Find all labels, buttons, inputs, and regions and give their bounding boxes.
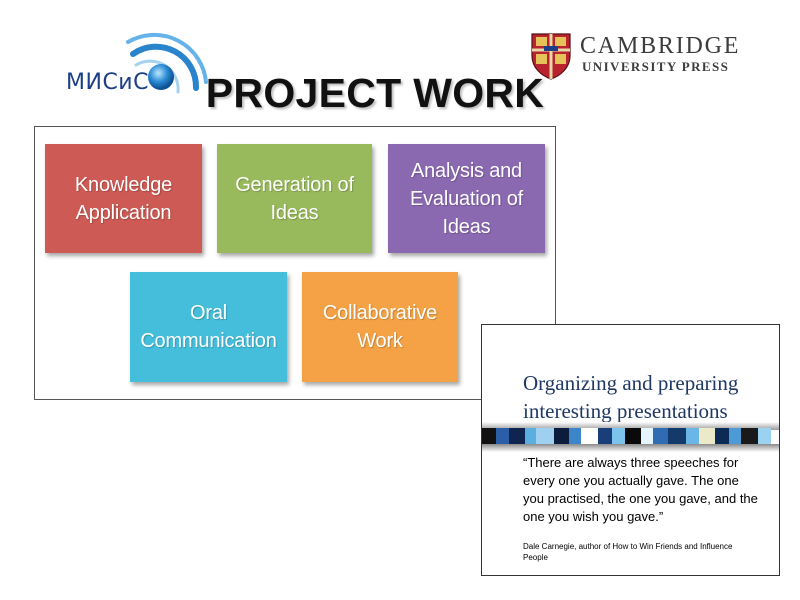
stripe-square [729,428,741,445]
presentation-slide-thumbnail: Organizing and preparing interesting pre… [481,324,780,576]
misis-logo-text: МИСиС [66,70,149,95]
skill-label: Analysis and Evaluation of Ideas [409,159,524,238]
stripe-square [569,428,581,445]
skill-box-analysis-evaluation: Analysis and Evaluation of Ideas [388,144,545,253]
cambridge-logo: CAMBRIDGE UNIVERSITY PRESS [530,32,750,82]
skill-box-collaborative-work: Collaborative Work [302,272,458,382]
decorative-stripe-band [482,422,779,452]
skill-box-oral-communication: Oral Communication [130,272,287,382]
stripe-square [758,428,771,445]
slide-attribution: Dale Carnegie, author of How to Win Frie… [523,542,733,562]
stripe-square [653,428,668,445]
stripe-square [641,428,653,445]
skill-label: Generation of Ideas [235,173,354,224]
stripe-square [509,428,525,445]
page-title: PROJECT WORK [205,70,545,116]
stripe-square [668,428,686,445]
skill-label: Oral Communication [140,302,277,352]
stripe-square [715,428,729,445]
skills-diagram: Knowledge Application Generation of Idea… [34,126,556,400]
skill-box-generation-of-ideas: Generation of Ideas [217,144,372,253]
stripe-square [741,428,758,445]
stripe-square [482,428,496,445]
stripe-square [625,428,641,445]
stripe-square [496,428,509,445]
slide-title: Organizing and preparing interesting pre… [523,371,739,423]
stripe-square [554,428,569,445]
skill-label: Collaborative Work [322,302,438,352]
cambridge-logo-name: CAMBRIDGE [580,33,741,59]
misis-arc-sphere-icon [126,32,208,94]
skill-label: Knowledge Application [74,173,173,224]
cambridge-shield-icon [531,33,571,80]
stripe-square [525,428,536,445]
stripe-square [686,428,699,445]
stripe-square [598,428,612,445]
stripe-row [482,428,779,445]
skill-box-knowledge-application: Knowledge Application [45,144,202,253]
stripe-square [699,428,715,445]
stripe-square [612,428,625,445]
cambridge-logo-subtitle: UNIVERSITY PRESS [582,59,730,74]
misis-logo: МИСиС [58,32,208,112]
slide-quote: “There are always three speeches for eve… [523,455,758,524]
stripe-square [581,428,598,445]
stripe-square [536,428,554,445]
